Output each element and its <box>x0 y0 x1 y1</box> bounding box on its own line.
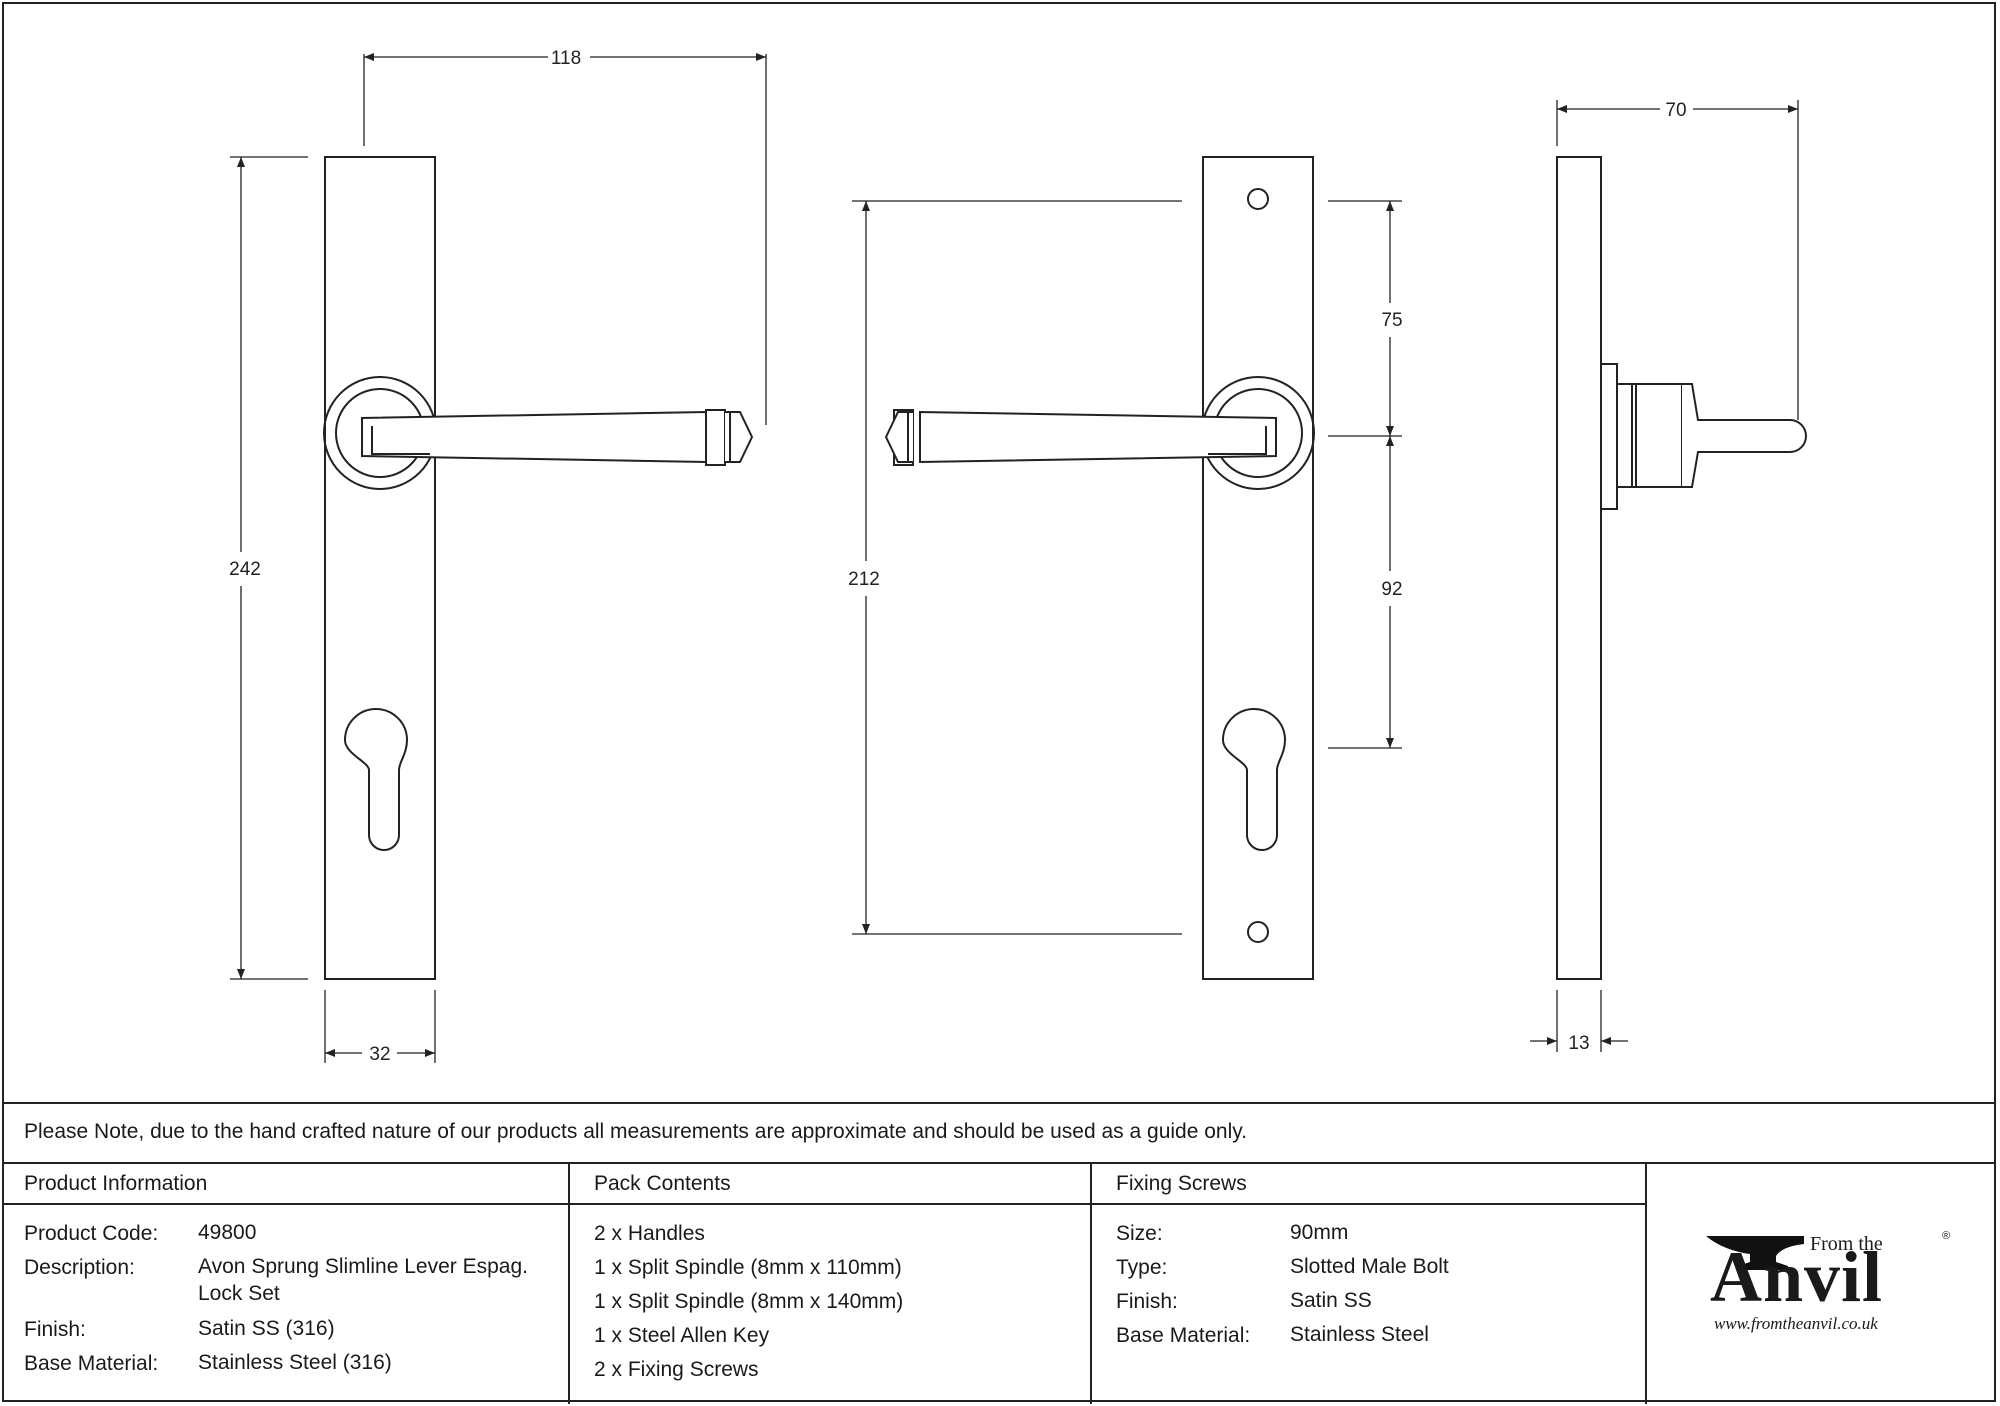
approximation-note: Please Note, due to the hand crafted nat… <box>24 1120 1248 1143</box>
description-label: Description: <box>24 1256 135 1279</box>
logo-website: www.fromtheanvil.co.uk <box>1714 1314 1878 1333</box>
front-view <box>323 156 754 980</box>
pack-contents-title: Pack Contents <box>594 1172 731 1195</box>
dim-label-13: 13 <box>1568 1033 1589 1054</box>
anvil-icon <box>1706 1236 1804 1270</box>
screw-material-label: Base Material: <box>1116 1324 1251 1347</box>
pack-item: 1 x Split Spindle (8mm x 110mm) <box>594 1256 902 1279</box>
product-code-label: Product Code: <box>24 1222 159 1245</box>
description-value-line2: Lock Set <box>198 1282 280 1305</box>
front-cylinder-cutout <box>343 708 409 851</box>
dim-label-75: 75 <box>1381 310 1402 331</box>
front-lever-collar <box>705 409 726 466</box>
back-screw-hole-top <box>1247 188 1269 210</box>
dim-label-118: 118 <box>551 48 581 69</box>
dim-label-92: 92 <box>1381 579 1402 600</box>
logo-registered-mark: ® <box>1942 1230 1951 1242</box>
side-neck <box>1616 383 1683 488</box>
logo-from-the: From the <box>1810 1233 1883 1255</box>
dim-label-70: 70 <box>1665 100 1686 121</box>
front-backplate <box>324 156 436 980</box>
logo-brand-name: Anvil <box>1710 1237 1884 1317</box>
fixing-screws-title: Fixing Screws <box>1116 1172 1247 1195</box>
base-material-value: Stainless Steel (316) <box>198 1351 392 1374</box>
screw-finish-value: Satin SS <box>1290 1289 1372 1312</box>
from-the-anvil-logo: From the Anvil ® www.fromtheanvil.co.uk <box>1700 1220 1960 1340</box>
side-rose <box>1600 363 1618 510</box>
back-backplate <box>1202 156 1314 980</box>
screw-type-label: Type: <box>1116 1256 1168 1279</box>
base-material-label: Base Material: <box>24 1352 159 1375</box>
product-code-value: 49800 <box>198 1221 257 1244</box>
screw-type-value: Slotted Male Bolt <box>1290 1255 1449 1278</box>
pack-item: 1 x Steel Allen Key <box>594 1324 770 1347</box>
front-lever-tip <box>725 411 754 463</box>
product-info-title: Product Information <box>24 1172 208 1195</box>
pack-item: 2 x Handles <box>594 1222 705 1245</box>
pack-item: 1 x Split Spindle (8mm x 140mm) <box>594 1290 904 1313</box>
side-view <box>1556 156 1807 980</box>
dimension-lines <box>230 53 1799 1063</box>
screw-size-value: 90mm <box>1290 1221 1349 1244</box>
back-lever-tip <box>884 411 913 463</box>
side-backplate <box>1556 156 1602 980</box>
finish-value: Satin SS (316) <box>198 1317 335 1340</box>
back-view <box>884 156 1315 980</box>
info-table-grid <box>2 1102 1996 1404</box>
screw-material-value: Stainless Steel <box>1290 1323 1429 1346</box>
dim-label-242: 242 <box>229 559 261 580</box>
back-cylinder-cutout <box>1221 708 1287 851</box>
dim-label-212: 212 <box>848 569 880 590</box>
side-lever <box>1682 383 1807 488</box>
back-lever-arm <box>919 410 1277 464</box>
screw-size-label: Size: <box>1116 1222 1163 1245</box>
pack-item: 2 x Fixing Screws <box>594 1358 759 1381</box>
dim-label-32: 32 <box>369 1044 390 1065</box>
back-screw-hole-bottom <box>1247 921 1269 943</box>
description-value: Avon Sprung Slimline Lever Espag. <box>198 1255 528 1278</box>
screw-finish-label: Finish: <box>1116 1290 1178 1313</box>
finish-label: Finish: <box>24 1318 86 1341</box>
